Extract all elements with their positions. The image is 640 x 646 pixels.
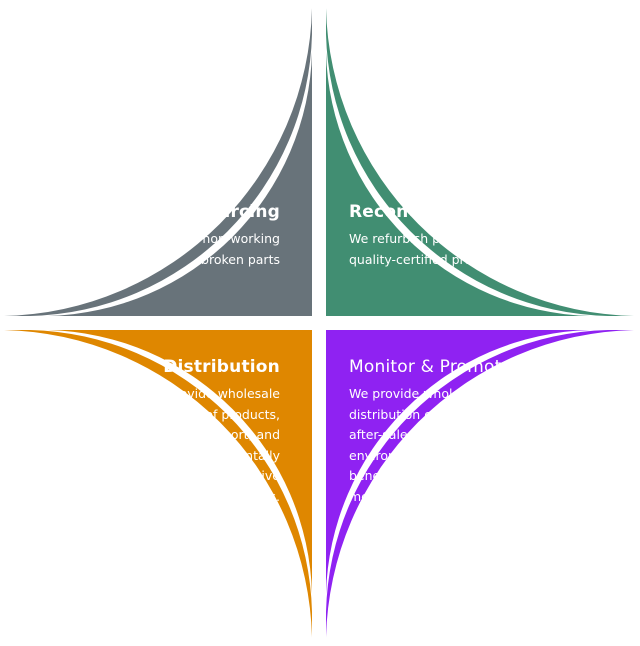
quadrant-title: Monitor & Promote (349, 357, 513, 377)
quadrant-title: Distribution (163, 357, 280, 377)
quadrant-label-distribution: Distribution We provide wholesale distri… (130, 356, 280, 507)
quadrant-title: Sourcing (193, 202, 280, 222)
quadrant-description: We buy non-working broken parts (151, 231, 280, 267)
quadrant-description: We provide wholesale distribution of pro… (349, 386, 499, 504)
quadrant-title: Reconditioning (349, 202, 497, 222)
pie-quadrant-monitor-promote (326, 330, 590, 594)
quadrant-description: We provide wholesale distribution of pro… (130, 386, 280, 504)
quadrant-label-sourcing: Sourcing We buy non-working broken parts (152, 201, 280, 270)
pie-quadrant-sourcing (48, 52, 313, 317)
pie-quadrant-distribution (48, 330, 313, 594)
quadrant-label-monitor-promote: Monitor & Promote We provide wholesale d… (349, 356, 512, 507)
quadrant-label-reconditioning: Reconditioning We refurbish parts with o… (349, 201, 519, 270)
quadrant-description: We refurbish parts with our quality-cert… (349, 231, 520, 267)
pie-quadrant-reconditioning (326, 52, 590, 317)
